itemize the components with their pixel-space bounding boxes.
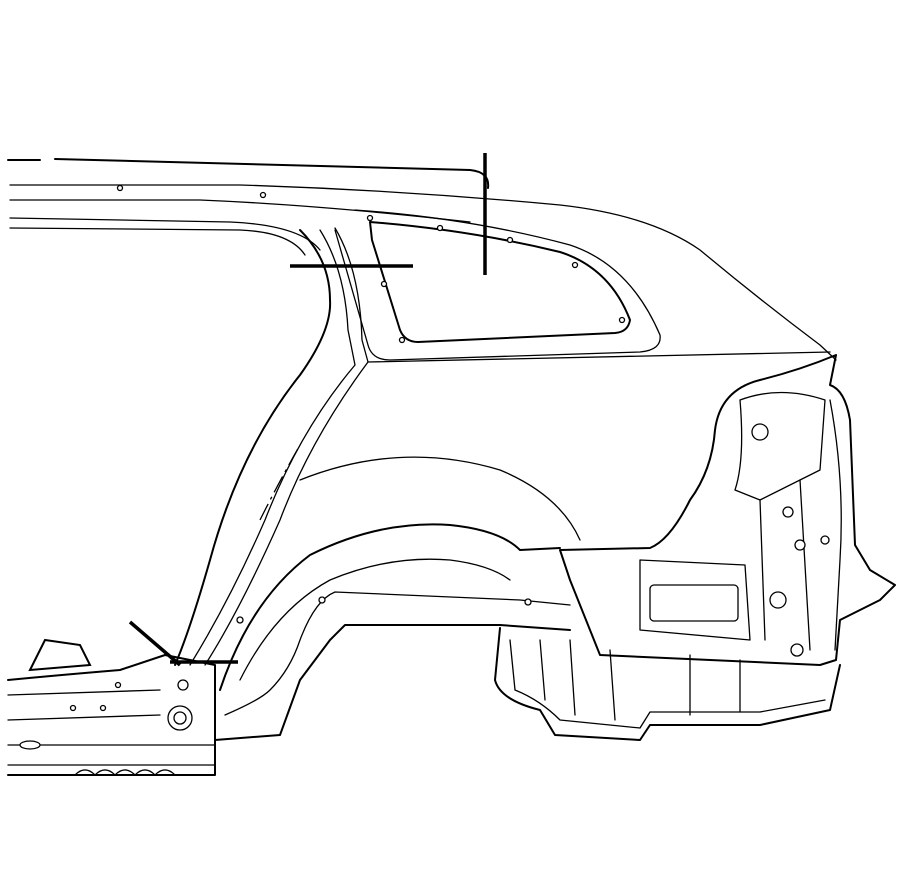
quarter-window-opening — [334, 209, 661, 361]
section-cut-lines — [128, 153, 487, 667]
rear-end-panel — [559, 354, 896, 666]
fastener-holes — [69, 184, 626, 712]
c-pillar — [174, 227, 831, 666]
rear-floor-pan — [494, 627, 841, 741]
wheel-arch — [214, 456, 581, 741]
rocker-sill — [7, 638, 216, 776]
roof-rail — [7, 158, 837, 361]
